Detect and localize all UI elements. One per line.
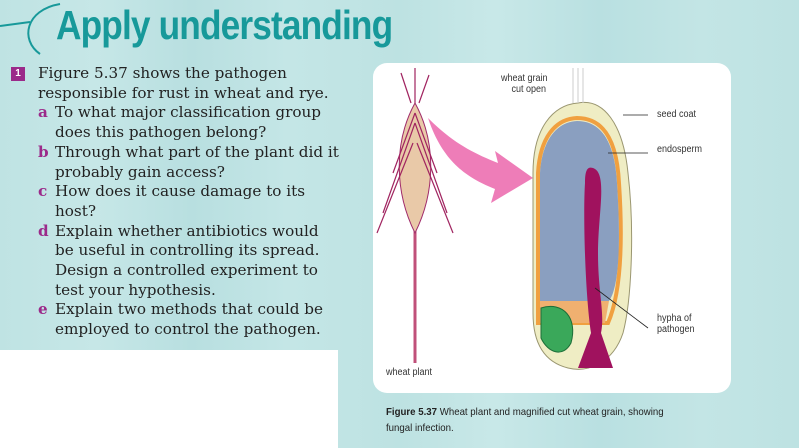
wheat-grain-cross-section [532, 68, 633, 370]
section-heading: Apply understanding [56, 2, 393, 48]
question-number-badge: 1 [11, 67, 25, 81]
label-endosperm: endosperm [657, 144, 703, 155]
question-1: 1 Figure 5.37 shows the pathogen respons… [11, 64, 341, 340]
figure-caption: Figure 5.37 Wheat plant and magnified cu… [386, 406, 664, 434]
wheat-illustration [376, 68, 649, 370]
question-stem: Figure 5.37 shows the pathogen responsib… [38, 64, 329, 102]
title-swoosh-decoration [0, 3, 61, 55]
white-cover-box [0, 350, 338, 448]
magnify-arrow [428, 118, 533, 203]
wheat-plant-icon [376, 68, 454, 363]
label-wheat-plant: wheat plant [386, 367, 433, 378]
label-seed-coat: seed coat [657, 109, 697, 120]
